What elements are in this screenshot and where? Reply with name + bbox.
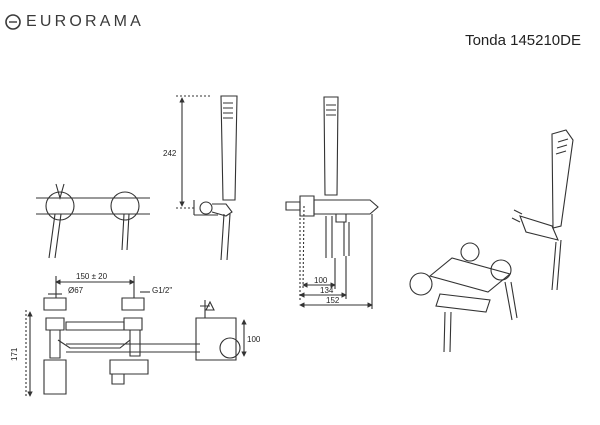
dim-center-distance: 150 ± 20: [76, 272, 108, 281]
dim-100-side: 100: [247, 335, 261, 344]
perspective-view: [409, 129, 574, 353]
brand-logo: EURORAMA: [4, 13, 144, 31]
dim-134: 134: [320, 286, 334, 295]
dim-thread: G1/2": [152, 286, 172, 295]
dim-242: 242: [163, 149, 177, 158]
dim-171: 171: [10, 347, 19, 361]
dim-diameter: Ø67: [68, 286, 84, 295]
dim-100: 100: [314, 276, 328, 285]
brand-name: EURORAMA: [26, 13, 145, 30]
handshower-side-view: [176, 95, 238, 261]
side-view-column: [285, 96, 379, 309]
dim-152: 152: [326, 296, 340, 305]
installation-view: [25, 276, 247, 398]
model-title: Tonda 145210DE: [465, 32, 581, 49]
front-view: [36, 183, 150, 259]
brand-mark-icon: [5, 14, 21, 30]
